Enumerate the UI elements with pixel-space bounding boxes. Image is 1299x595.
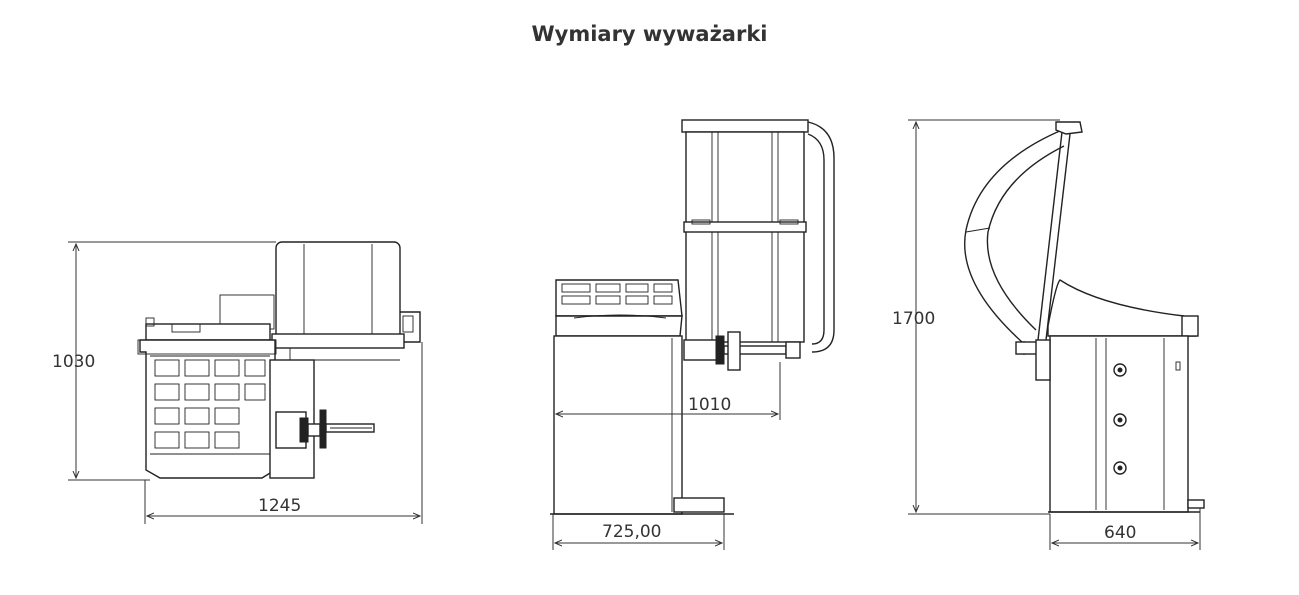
rear-width-label: 640 xyxy=(1104,523,1136,543)
side-depth-label: 1010 xyxy=(688,395,731,415)
rear-view: 1700 640 xyxy=(892,119,1205,550)
front-width-label: 1245 xyxy=(258,496,301,516)
front-height-label: 1030 xyxy=(52,352,95,372)
front-view: 1030 1245 xyxy=(52,241,423,524)
side-base-width-label: 725,00 xyxy=(602,522,661,542)
rear-height-label: 1700 xyxy=(892,309,935,329)
page-title: Wymiary wyważarki xyxy=(531,22,768,46)
side-view: 1010 725,00 xyxy=(550,119,835,550)
